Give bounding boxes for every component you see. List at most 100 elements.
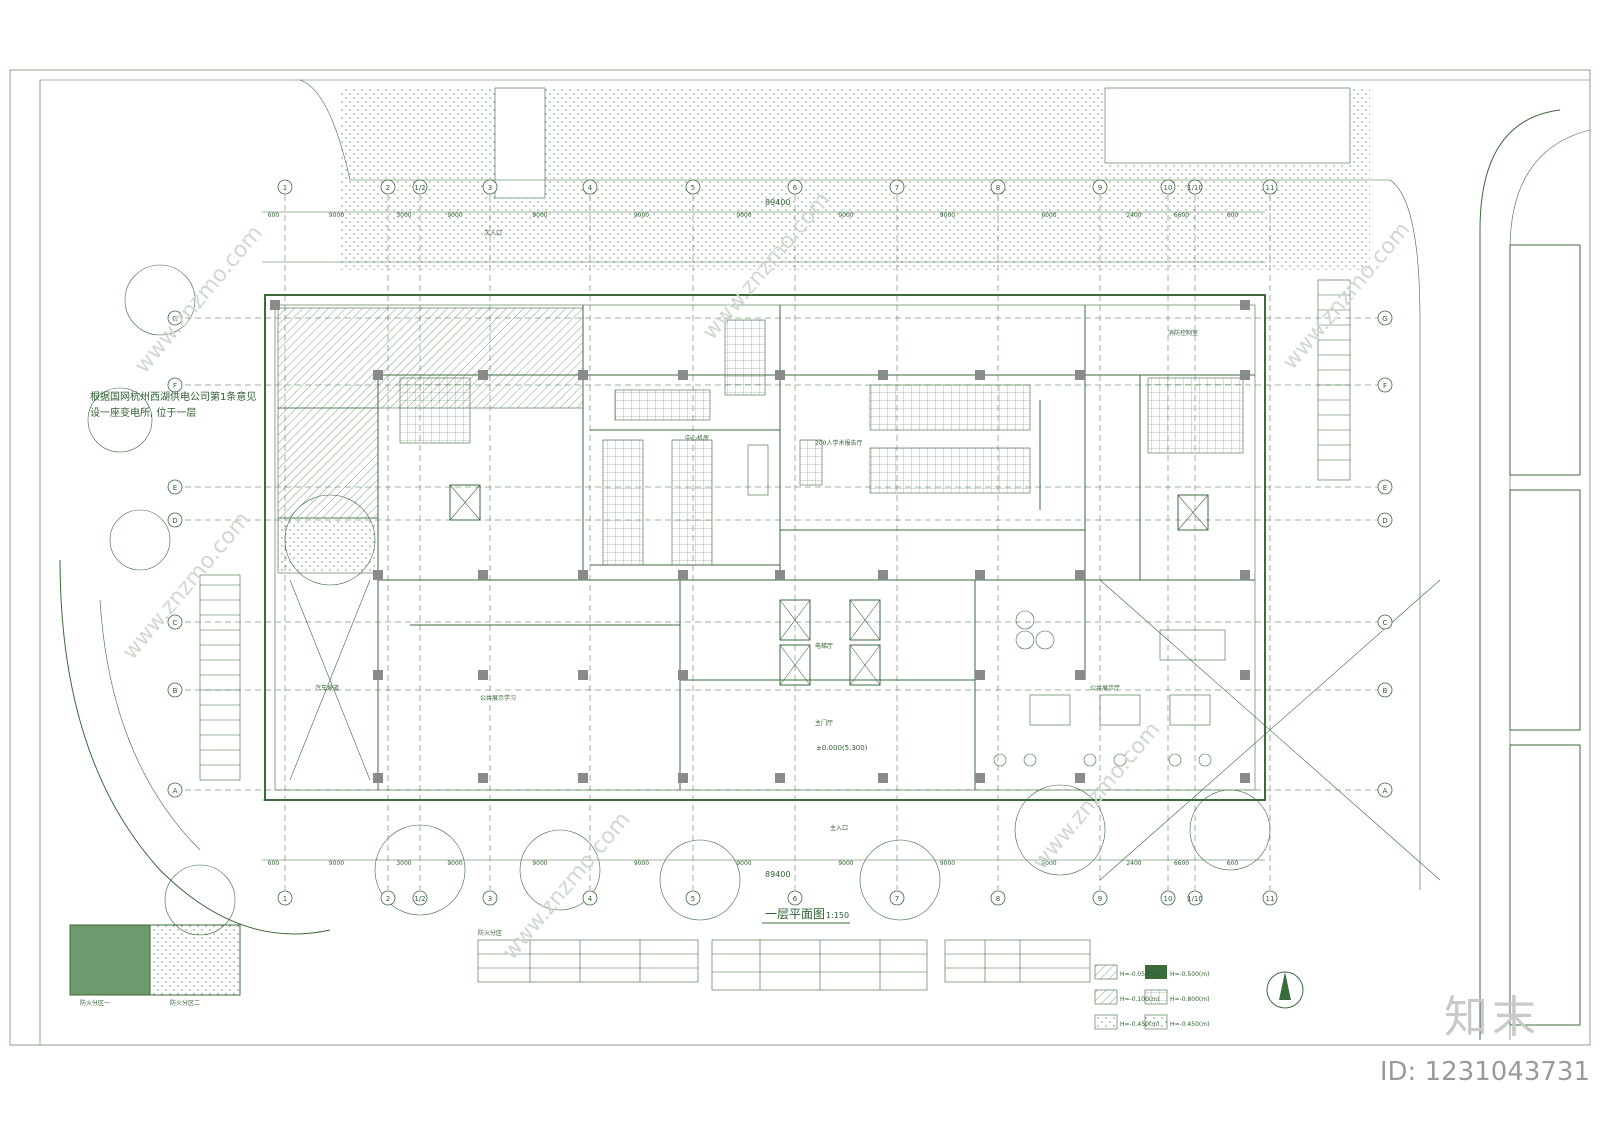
elevator-core	[449, 484, 1209, 686]
grid-bottom-10-circle	[1160, 890, 1176, 906]
grid-top-8-label: 8	[996, 184, 1000, 192]
room-public-exhibit: 公共展示厅	[1090, 684, 1120, 692]
ramp-hatch	[277, 517, 379, 574]
landscape-trees	[87, 264, 1271, 936]
key-plan-zone2-label: 防火分区二	[170, 999, 200, 1007]
grid-right-3-label: D	[1382, 517, 1387, 525]
grid-top-4-circle	[582, 179, 598, 195]
legend-item-3: H=-0.450(m)	[1120, 1021, 1159, 1028]
stair-hatch-right	[1147, 377, 1244, 454]
grid-right-2-label: E	[1383, 484, 1387, 492]
label-secondary-entrance: 次入口	[484, 229, 502, 237]
grid-top-4-label: 4	[588, 184, 593, 192]
grid-top-6-circle	[787, 179, 803, 195]
grid-top-3-circle	[482, 179, 498, 195]
overall-dimension-top: 89400	[765, 198, 790, 207]
grid-right-6-label: A	[1383, 787, 1388, 795]
room-elevation: ±0.000(5.300)	[816, 744, 868, 752]
room-car-ramp: 汽车坡道	[315, 684, 339, 692]
grid-top-0-label: 1	[283, 184, 287, 192]
legend-item-1: H=-0.050(m)	[1120, 971, 1159, 978]
grid-left-2-circle	[167, 479, 183, 495]
stair-hatch-left	[399, 377, 471, 444]
grid-right-5-label: B	[1383, 687, 1388, 695]
room-data-center: 中心机房	[685, 434, 709, 442]
room-main-hall: 主门厅	[815, 719, 833, 727]
bay-bottom-9: 6000	[1041, 860, 1056, 867]
bay-bottom-10: 2400	[1126, 860, 1141, 867]
adjacent-building-3	[1509, 744, 1581, 1026]
bay-bottom-2: 3000	[396, 860, 411, 867]
grid-bottom-0-label: 1	[283, 895, 287, 903]
road-curve-left-inner	[99, 599, 201, 851]
grid-top-9-label: 9	[1098, 184, 1102, 192]
grid-top-2-circle	[412, 179, 428, 195]
grid-left-1-circle	[167, 377, 183, 393]
grid-bottom-8-circle	[990, 890, 1006, 906]
grid-left-0-label: G	[172, 315, 177, 323]
room-elevator-hall: 电梯厅	[815, 642, 833, 650]
bay-top-6: 9000	[736, 212, 751, 219]
grid-top-0-circle	[277, 179, 293, 195]
key-plan-zone2	[149, 924, 241, 996]
car-ramp-stripes	[199, 574, 241, 781]
grid-bottom-11-label: 1/10	[1187, 895, 1203, 903]
grid-bottom-3-circle	[482, 890, 498, 906]
site-boundary	[299, 79, 1421, 890]
grid-bottom-7-label: 7	[895, 895, 899, 903]
grid-top-10-label: 10	[1164, 184, 1173, 192]
grid-top-6-label: 6	[793, 184, 798, 192]
bay-bottom-1: 9000	[329, 860, 344, 867]
adjacent-building-1	[1509, 244, 1581, 476]
legend-item-6: H=-0.450(m)	[1170, 1021, 1209, 1028]
grid-left-5-circle	[167, 682, 183, 698]
note-line-1: 根据国网杭州西湖供电公司第1条意见	[90, 390, 256, 403]
bay-top-7: 9000	[838, 212, 853, 219]
grid-top-5-circle	[685, 179, 701, 195]
lecture-hall-seating	[799, 384, 1031, 494]
grid-left-3-label: D	[172, 517, 177, 525]
grid-left-6-label: A	[173, 787, 178, 795]
landscape-gap-2	[1104, 87, 1351, 164]
bay-top-5: 9000	[634, 212, 649, 219]
watermark-site-1: www.znzmo.com	[130, 221, 268, 378]
adjacent-building-2	[1509, 489, 1581, 731]
grid-bottom-9-circle	[1092, 890, 1108, 906]
grid-top-5-label: 5	[691, 184, 695, 192]
data-center-racks	[602, 319, 769, 566]
bay-bottom-7: 9000	[838, 860, 853, 867]
grid-left-4-label: C	[173, 619, 178, 627]
bay-top-1: 9000	[329, 212, 344, 219]
legend-title: 防火分区	[478, 929, 502, 937]
bay-top-3: 9000	[447, 212, 462, 219]
grid-top-11-label: 1/10	[1187, 184, 1203, 192]
grid-right-0-circle	[1377, 310, 1393, 326]
grid-right-2-circle	[1377, 479, 1393, 495]
bay-bottom-12: 600	[1227, 860, 1239, 867]
key-plan-zone1	[69, 924, 151, 996]
grid-top-11-circle	[1187, 179, 1203, 195]
grid-left-6-circle	[167, 782, 183, 798]
watermark-site-5: www.znzmo.com	[498, 807, 636, 964]
grid-top-8-circle	[990, 179, 1006, 195]
grid-top-7-circle	[889, 179, 905, 195]
grid-left-4-circle	[167, 614, 183, 630]
grid-bottom-2-label: 1/2	[414, 895, 425, 903]
grid-lines	[175, 195, 1385, 890]
grid-bottom-12-label: 11	[1266, 895, 1275, 903]
room-fire-control: 消防控制室	[1168, 329, 1198, 337]
grid-bottom-12-circle	[1262, 890, 1278, 906]
cross-lines-left	[289, 579, 371, 781]
interior-walls	[377, 305, 1255, 790]
key-plan-zone1-label: 防火分区一	[80, 999, 110, 1007]
road-curve-right	[1479, 109, 1561, 1040]
grid-top-1-label: 2	[386, 184, 390, 192]
grid-bottom-1-circle	[380, 890, 396, 906]
schedule-tables	[477, 939, 1091, 991]
grid-top-1-circle	[380, 179, 396, 195]
